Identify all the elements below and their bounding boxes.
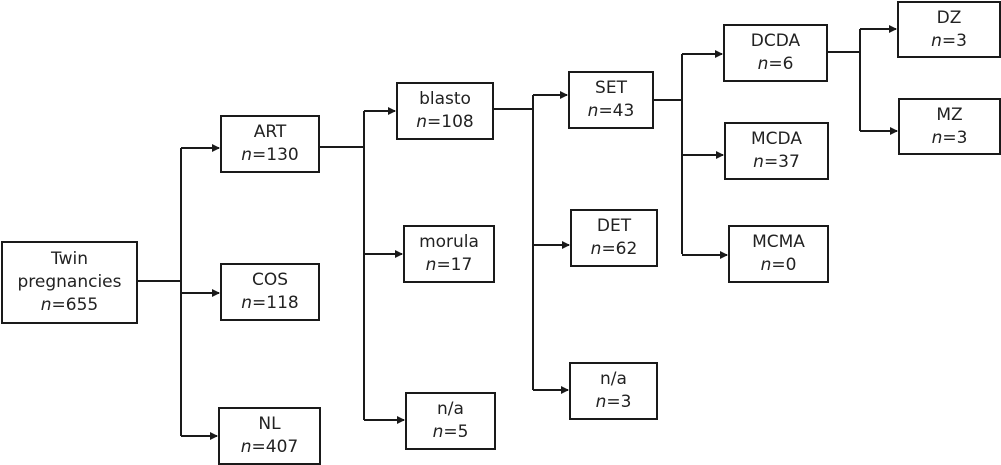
node-det: DET n=62 bbox=[570, 209, 658, 267]
node-count: n=43 bbox=[587, 101, 635, 121]
node-label: Twin bbox=[51, 249, 88, 269]
node-mz: MZ n=3 bbox=[898, 98, 1001, 155]
node-mcda: MCDA n=37 bbox=[724, 122, 829, 180]
node-count: n=130 bbox=[241, 145, 299, 165]
node-blasto: blasto n=108 bbox=[396, 82, 494, 140]
node-nl: NL n=407 bbox=[218, 407, 321, 465]
node-label: MCDA bbox=[751, 129, 802, 149]
node-label: MCMA bbox=[752, 232, 805, 252]
node-twin-pregnancies: Twin pregnancies n=655 bbox=[1, 241, 138, 324]
node-mcma: MCMA n=0 bbox=[728, 225, 829, 283]
node-na-embryo: n/a n=5 bbox=[405, 392, 496, 450]
node-label: n/a bbox=[600, 369, 627, 389]
node-label: SET bbox=[595, 78, 627, 98]
node-count: n=6 bbox=[757, 54, 794, 74]
node-count: n=655 bbox=[40, 295, 99, 315]
node-count: n=5 bbox=[432, 422, 469, 442]
node-count: n=17 bbox=[425, 255, 473, 275]
node-label: DET bbox=[596, 216, 632, 236]
node-label: COS bbox=[251, 270, 289, 290]
node-art: ART n=130 bbox=[220, 115, 320, 173]
node-cos: COS n=118 bbox=[220, 263, 320, 321]
node-label: pregnancies bbox=[17, 272, 122, 292]
node-label: DZ bbox=[936, 7, 962, 28]
node-count: n=37 bbox=[753, 152, 800, 172]
node-label: DCDA bbox=[750, 31, 801, 51]
node-dz: DZ n=3 bbox=[897, 1, 1001, 58]
node-count: n=3 bbox=[931, 127, 968, 148]
node-label: NL bbox=[258, 414, 281, 434]
node-label: ART bbox=[253, 122, 287, 142]
node-label: blasto bbox=[419, 89, 471, 109]
node-na-transfer: n/a n=3 bbox=[569, 362, 658, 420]
node-count: n=3 bbox=[595, 392, 632, 412]
node-count: n=407 bbox=[240, 437, 299, 457]
node-count: n=118 bbox=[241, 293, 299, 313]
node-morula: morula n=17 bbox=[403, 225, 495, 283]
node-set: SET n=43 bbox=[568, 71, 654, 129]
node-count: n=0 bbox=[760, 255, 797, 275]
node-label: morula bbox=[419, 232, 479, 252]
node-count: n=3 bbox=[931, 30, 967, 51]
node-label: n/a bbox=[437, 399, 464, 419]
node-count: n=62 bbox=[590, 239, 638, 259]
node-count: n=108 bbox=[416, 112, 474, 132]
node-dcda: DCDA n=6 bbox=[723, 24, 828, 82]
node-label: MZ bbox=[936, 104, 963, 125]
